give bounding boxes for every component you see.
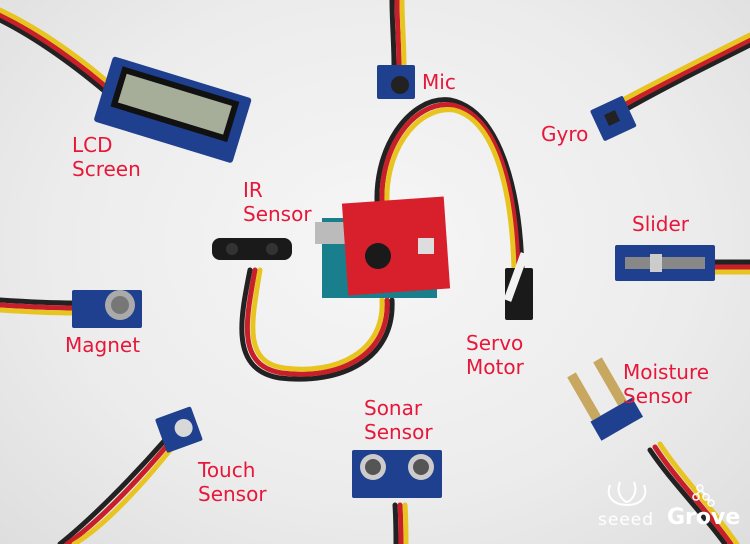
cable-shield-servo <box>374 97 525 273</box>
cable-sonar <box>392 502 409 544</box>
label-line: LCD <box>72 133 113 157</box>
cable-mic <box>389 0 407 68</box>
arduino-with-base-shield <box>315 196 451 298</box>
label-line: Servo <box>466 331 524 355</box>
label-line: Motor <box>466 355 524 379</box>
label-line: Touch <box>198 458 256 482</box>
cable-lcd <box>0 7 122 103</box>
label-line: Screen <box>72 157 141 181</box>
seeed-logo-mark <box>607 481 647 507</box>
seeed-logo-text: seeed <box>598 510 655 530</box>
label-line: IR <box>243 178 263 202</box>
servo-motor <box>503 252 533 320</box>
label-gyro: Gyro <box>541 122 589 146</box>
sonar-sensor-module <box>352 450 442 498</box>
magnet-module <box>72 290 142 328</box>
cable-ir-shield <box>239 267 395 382</box>
touch-sensor-module <box>155 406 203 453</box>
label-magnet: Magnet <box>65 333 141 357</box>
cable-touch <box>57 437 178 544</box>
label-line: Sensor <box>623 384 692 408</box>
cable-slider <box>709 259 750 275</box>
label-mic: Mic <box>422 70 456 94</box>
ir-sensor-module <box>212 238 292 260</box>
label-line: Sensor <box>243 202 312 226</box>
label-line: Sonar <box>364 396 423 420</box>
moisture-sensor-module <box>567 357 644 441</box>
cable-moisture <box>647 441 740 544</box>
label-line: Sensor <box>198 482 267 506</box>
label-line: Sensor <box>364 420 433 444</box>
grove-logo-mark <box>692 484 715 507</box>
cable-magnet <box>0 297 78 316</box>
cable-gyro <box>616 32 750 113</box>
label-line: Moisture <box>623 360 710 384</box>
mic-module <box>377 65 415 99</box>
gyro-module <box>590 96 637 141</box>
label-slider: Slider <box>632 212 690 236</box>
grove-logo-text: Grove <box>667 505 741 530</box>
lcd-screen-module <box>94 56 252 163</box>
slider-module <box>615 245 715 281</box>
